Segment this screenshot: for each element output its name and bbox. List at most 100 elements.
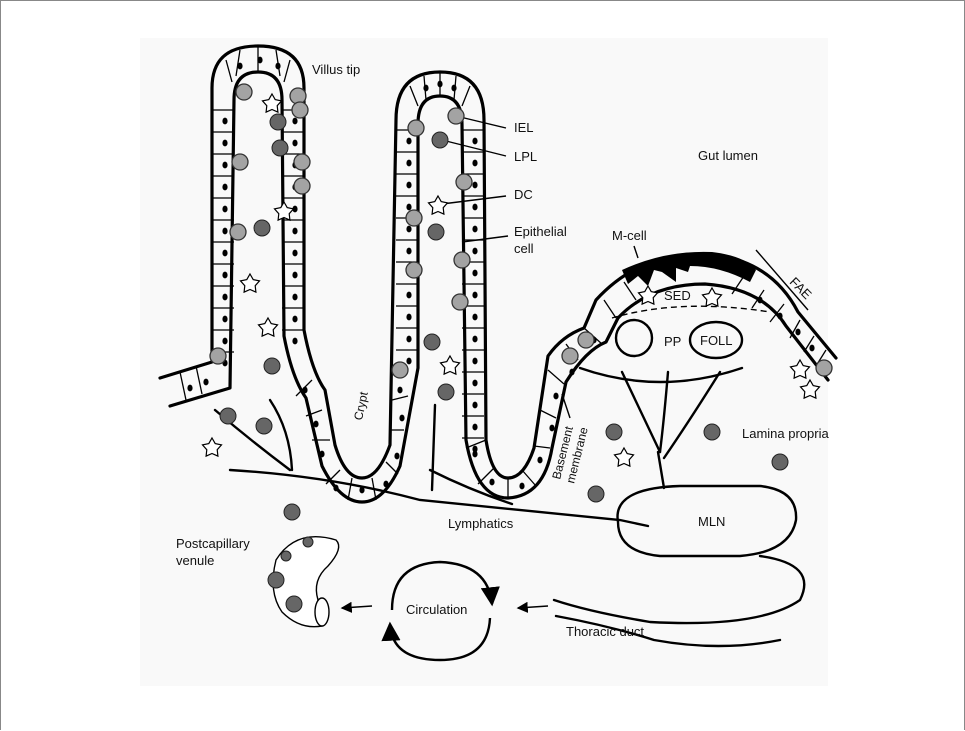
label-epithelial: Epithelial [514, 224, 567, 239]
iel-lymphocyte [230, 224, 246, 240]
epithelial-nucleus [292, 140, 297, 147]
epithelial-nucleus [302, 387, 307, 394]
epithelial-nucleus [406, 336, 411, 343]
epithelial-nucleus [222, 316, 227, 323]
epithelial-nucleus [553, 393, 558, 400]
label-m-cell: M-cell [612, 228, 647, 243]
epithelial-nucleus [222, 162, 227, 169]
epithelial-nucleus [292, 338, 297, 345]
lpl-lymphocyte [268, 572, 284, 588]
epithelial-nucleus [257, 57, 262, 64]
iel-lymphocyte [292, 102, 308, 118]
epithelial-nucleus [489, 479, 494, 486]
pp-follicle [616, 320, 652, 356]
lpl-lymphocyte [286, 596, 302, 612]
dendritic-cell [203, 438, 222, 456]
epithelial-nucleus [406, 160, 411, 167]
lpl-lymphocyte [284, 504, 300, 520]
dendritic-cell [703, 288, 722, 306]
epithelial-nucleus [472, 451, 477, 458]
epithelial-nucleus [472, 424, 477, 431]
dendritic-cell [263, 94, 282, 112]
cell-divider [284, 60, 290, 82]
epithelial-nucleus [383, 481, 388, 488]
cell-divider [226, 60, 232, 82]
dendritic-cell [791, 360, 810, 378]
leader-basement [562, 394, 570, 418]
arrow-thoracic-to-circulation [518, 606, 548, 608]
dendritic-cell [259, 318, 278, 336]
label-venule: venule [176, 553, 214, 568]
dendritic-cell [275, 202, 294, 220]
lpl-lymphocyte [220, 408, 236, 424]
lymphatic-pp-2 [660, 372, 668, 452]
label-dc: DC [514, 187, 533, 202]
leader-m-cell [634, 246, 638, 258]
lpl-lymphocyte [438, 384, 454, 400]
cell-divider [348, 478, 352, 500]
epithelial-nucleus [399, 415, 404, 422]
epithelial-nucleus [472, 292, 477, 299]
epithelial-nucleus [519, 483, 524, 490]
lpl-lymphocyte [272, 140, 288, 156]
epithelial-nucleus [333, 485, 338, 492]
epithelial-nucleus [292, 316, 297, 323]
epithelial-nucleus [472, 336, 477, 343]
iel-lymphocyte [210, 348, 226, 364]
dendritic-cell [429, 196, 448, 214]
lymphatic-branch-2 [270, 400, 292, 470]
epithelial-nucleus [472, 204, 477, 211]
epithelial-nucleus [222, 184, 227, 191]
label-cell: cell [514, 241, 534, 256]
cell-divider [180, 372, 186, 400]
cell-divider [548, 370, 564, 384]
cell-divider [196, 366, 202, 394]
epithelial-nucleus [549, 425, 554, 432]
epithelial-nucleus [472, 270, 477, 277]
label-thoracic-duct: Thoracic duct [566, 624, 644, 639]
cell-divider [386, 462, 398, 474]
label-crypt: Crypt [351, 390, 371, 422]
epithelial-nucleus [222, 206, 227, 213]
epithelial-nucleus [472, 314, 477, 321]
epithelial-nucleus [222, 140, 227, 147]
lpl-lymphocyte [264, 358, 280, 374]
iel-lymphocyte [454, 252, 470, 268]
iel-lymphocyte [578, 332, 594, 348]
cell-divider [604, 300, 616, 318]
dendritic-cell [441, 356, 460, 374]
lpl-lymphocyte [424, 334, 440, 350]
epithelial-nucleus [222, 228, 227, 235]
epithelial-nucleus [537, 457, 542, 464]
epithelial-nucleus [569, 369, 574, 376]
epithelial-nucleus [795, 329, 800, 336]
cell-divider [392, 396, 408, 400]
epithelial-nucleus [472, 138, 477, 145]
dendritic-cell [801, 380, 820, 398]
epithelial-nucleus [394, 453, 399, 460]
cell-divider [522, 470, 536, 486]
label-iel: IEL [514, 120, 534, 135]
iel-lymphocyte [448, 108, 464, 124]
lymphatic-pp-1 [622, 372, 660, 452]
epithelial-nucleus [406, 292, 411, 299]
label-mln: MLN [698, 514, 725, 529]
epithelial-nucleus [292, 250, 297, 257]
epithelial-nucleus [292, 294, 297, 301]
dendritic-cell [615, 448, 634, 466]
lymphatic-branch-3 [432, 405, 435, 490]
iel-lymphocyte [406, 262, 422, 278]
epithelial-nucleus [222, 294, 227, 301]
epithelial-nucleus [472, 160, 477, 167]
iel-lymphocyte [294, 154, 310, 170]
lpl-lymphocyte [432, 132, 448, 148]
epithelial-nucleus [397, 387, 402, 394]
epithelial-nucleus [275, 63, 280, 70]
label-postcapillary: Postcapillary [176, 536, 250, 551]
epithelial-nucleus [406, 182, 411, 189]
label-lymphatics: Lymphatics [448, 516, 514, 531]
circulation-loop-lower [390, 618, 490, 660]
epithelial-nucleus [313, 421, 318, 428]
epithelial-nucleus [319, 451, 324, 458]
epithelial-nucleus [472, 248, 477, 255]
